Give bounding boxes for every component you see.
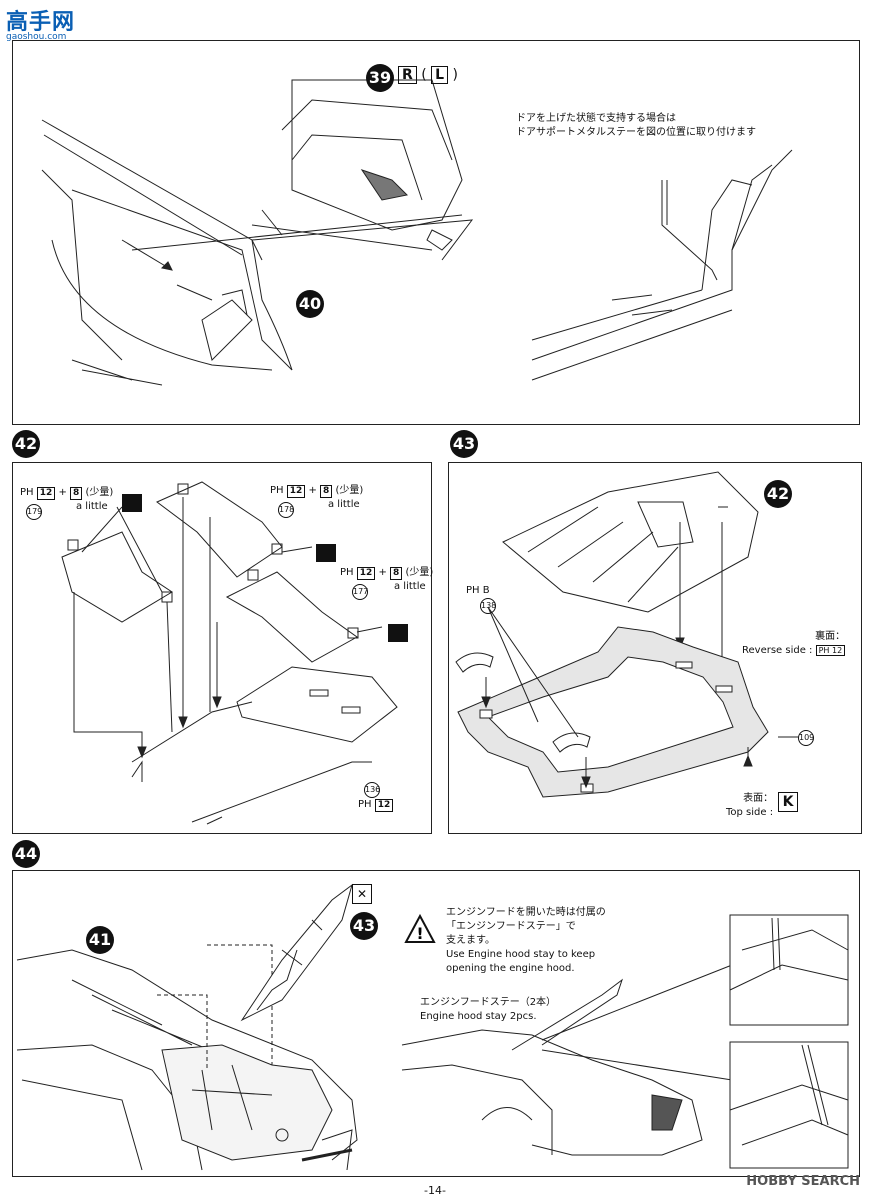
- little-jp: (少量): [85, 487, 114, 498]
- step-39-note: ドアを上げた状態で支持する場合は ドアサポートメタルステーを図の位置に取り付けま…: [516, 112, 756, 140]
- ph-label: PH: [20, 487, 34, 498]
- part-178-ref: 178: [278, 502, 294, 518]
- warning-en-2: opening the engine hood.: [446, 963, 575, 974]
- hood-stay-en: Engine hood stay 2pcs.: [420, 1011, 537, 1022]
- plus-sign: +: [58, 487, 67, 498]
- ph-label: PH: [270, 485, 284, 496]
- door-assembly-illustration: [41, 79, 793, 386]
- step-44-illustration: [16, 883, 849, 1171]
- step-44-frame: [12, 870, 860, 1177]
- step-42-badge: 42: [12, 430, 40, 458]
- num-12: 12: [286, 485, 306, 498]
- top-side-icon: K: [778, 792, 798, 812]
- warning-jp-1: エンジンフードを開いた時は付属の: [446, 907, 606, 918]
- step-39-note-line2: ドアサポートメタルステーを図の位置に取り付けます: [516, 127, 756, 138]
- little-jp: (少量): [335, 485, 364, 496]
- num-8: 8: [390, 567, 403, 580]
- plus-sign: +: [378, 567, 387, 578]
- svg-text:!: !: [416, 924, 423, 943]
- part-177-ref: 177: [352, 584, 368, 600]
- part-179-label: PH 12 + 8 (少量): [20, 486, 113, 500]
- step-39-badge: 39: [366, 64, 394, 92]
- part-109-ref: 109: [798, 730, 814, 746]
- hobby-search-watermark: HOBBY SEARCH: [746, 1174, 860, 1189]
- top-side-label: 表面： Top side :: [726, 792, 773, 820]
- part-136-ph12: PH 12: [358, 798, 394, 812]
- step-42-illustration: [61, 481, 398, 825]
- warning-icon: !: [404, 913, 436, 948]
- paint-icon: [122, 494, 142, 512]
- paint-icon: [388, 624, 408, 642]
- ph-b-label: PH B: [466, 585, 490, 596]
- hood-stay-jp: エンジンフードステー（2本）: [420, 997, 557, 1008]
- ph-label: PH: [340, 567, 354, 578]
- part-179-ref: 179: [26, 504, 42, 520]
- variant-r: R: [398, 66, 417, 84]
- part-179-number: 179: [26, 504, 42, 520]
- warning-text: エンジンフードを開いた時は付属の 「エンジンフードステー」で 支えます。 Use…: [446, 906, 606, 976]
- plus-sign: +: [308, 485, 317, 496]
- ref-42-badge: 42: [764, 480, 792, 508]
- step-43-badge: 43: [450, 430, 478, 458]
- num-12: 12: [374, 799, 394, 812]
- reverse-side-ph12: PH 12: [815, 645, 846, 656]
- part-178-number: 178: [278, 502, 294, 518]
- step-43-illustration: [455, 471, 798, 798]
- step-44-badge: 44: [12, 840, 40, 868]
- reverse-side-jp: 裏面：: [815, 631, 846, 642]
- part-138-ref: 138: [480, 598, 496, 614]
- ref-43-badge: 43: [350, 912, 378, 940]
- top-side-jp: 表面：: [743, 793, 774, 804]
- num-12: 12: [36, 487, 56, 500]
- little-en-179: a little: [76, 501, 108, 512]
- warning-jp-2: 「エンジンフードステー」で: [446, 921, 576, 932]
- part-136-ref: 136: [364, 782, 380, 798]
- logo-text: 高手网: [6, 10, 76, 35]
- reverse-side-label: 裏面： Reverse side : PH 12: [742, 630, 846, 658]
- variant-l: L: [431, 66, 449, 84]
- num-8: 8: [320, 485, 333, 498]
- little-jp: (少量): [405, 567, 434, 578]
- reverse-side-en: Reverse side : PH 12: [742, 644, 846, 658]
- step-39-variant: R ( L ): [398, 66, 458, 84]
- warning-en-1: Use Engine hood stay to keep: [446, 949, 596, 960]
- part-177-label: PH 12 + 8 (少量): [340, 566, 433, 580]
- part-178-label: PH 12 + 8 (少量): [270, 484, 363, 498]
- warning-jp-3: 支えます。: [446, 935, 495, 946]
- page-number: -14-: [424, 1184, 446, 1197]
- ph-label: PH: [358, 799, 372, 810]
- step-43-frame: [448, 462, 862, 834]
- reverse-side-en-text: Reverse side :: [742, 645, 813, 656]
- part-138-number: 138: [480, 598, 496, 614]
- step-39-note-line1: ドアを上げた状態で支持する場合は: [516, 113, 676, 124]
- part-136-number: 136: [364, 782, 380, 798]
- step-40-badge: 40: [296, 290, 324, 318]
- paint-icon: [316, 544, 336, 562]
- num-12: 12: [356, 567, 376, 580]
- no-glue-icon: ✕: [352, 884, 372, 904]
- little-en-177: a little: [394, 581, 426, 592]
- part-177-number: 177: [352, 584, 368, 600]
- little-en-178: a little: [328, 499, 360, 510]
- hood-stay-label: エンジンフードステー（2本） Engine hood stay 2pcs.: [420, 996, 556, 1024]
- step-42-frame: [12, 462, 432, 834]
- part-109-number: 109: [798, 730, 814, 746]
- top-side-en: Top side :: [726, 807, 774, 818]
- logo-subtext: gaoshou.com: [6, 32, 67, 42]
- ref-41-badge: 41: [86, 926, 114, 954]
- site-logo: 高手网 gaoshou.com: [6, 4, 75, 42]
- step-39-40-frame: [12, 40, 860, 425]
- num-8: 8: [70, 487, 83, 500]
